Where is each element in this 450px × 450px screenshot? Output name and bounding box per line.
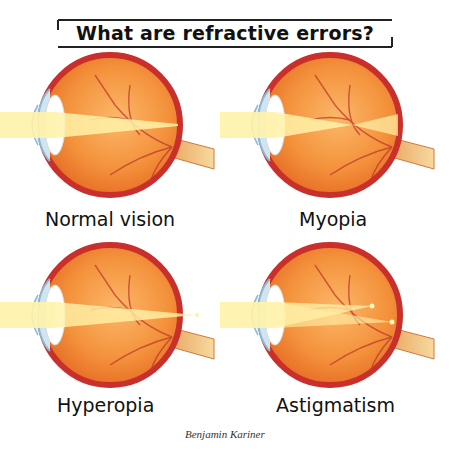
condition-label: Normal vision	[45, 208, 175, 230]
diagram-title: What are refractive errors?	[76, 22, 374, 44]
title-frame	[58, 20, 392, 47]
signature-watermark: Benjamin Kariner	[185, 428, 265, 440]
astigmatism-eye	[220, 245, 434, 385]
condition-label: Astigmatism	[276, 394, 395, 416]
normal-eye	[0, 55, 214, 195]
myopia-eye	[220, 55, 434, 195]
hyperopia-eye	[0, 245, 214, 385]
condition-label: Myopia	[299, 208, 367, 230]
condition-label: Hyperopia	[57, 394, 154, 416]
